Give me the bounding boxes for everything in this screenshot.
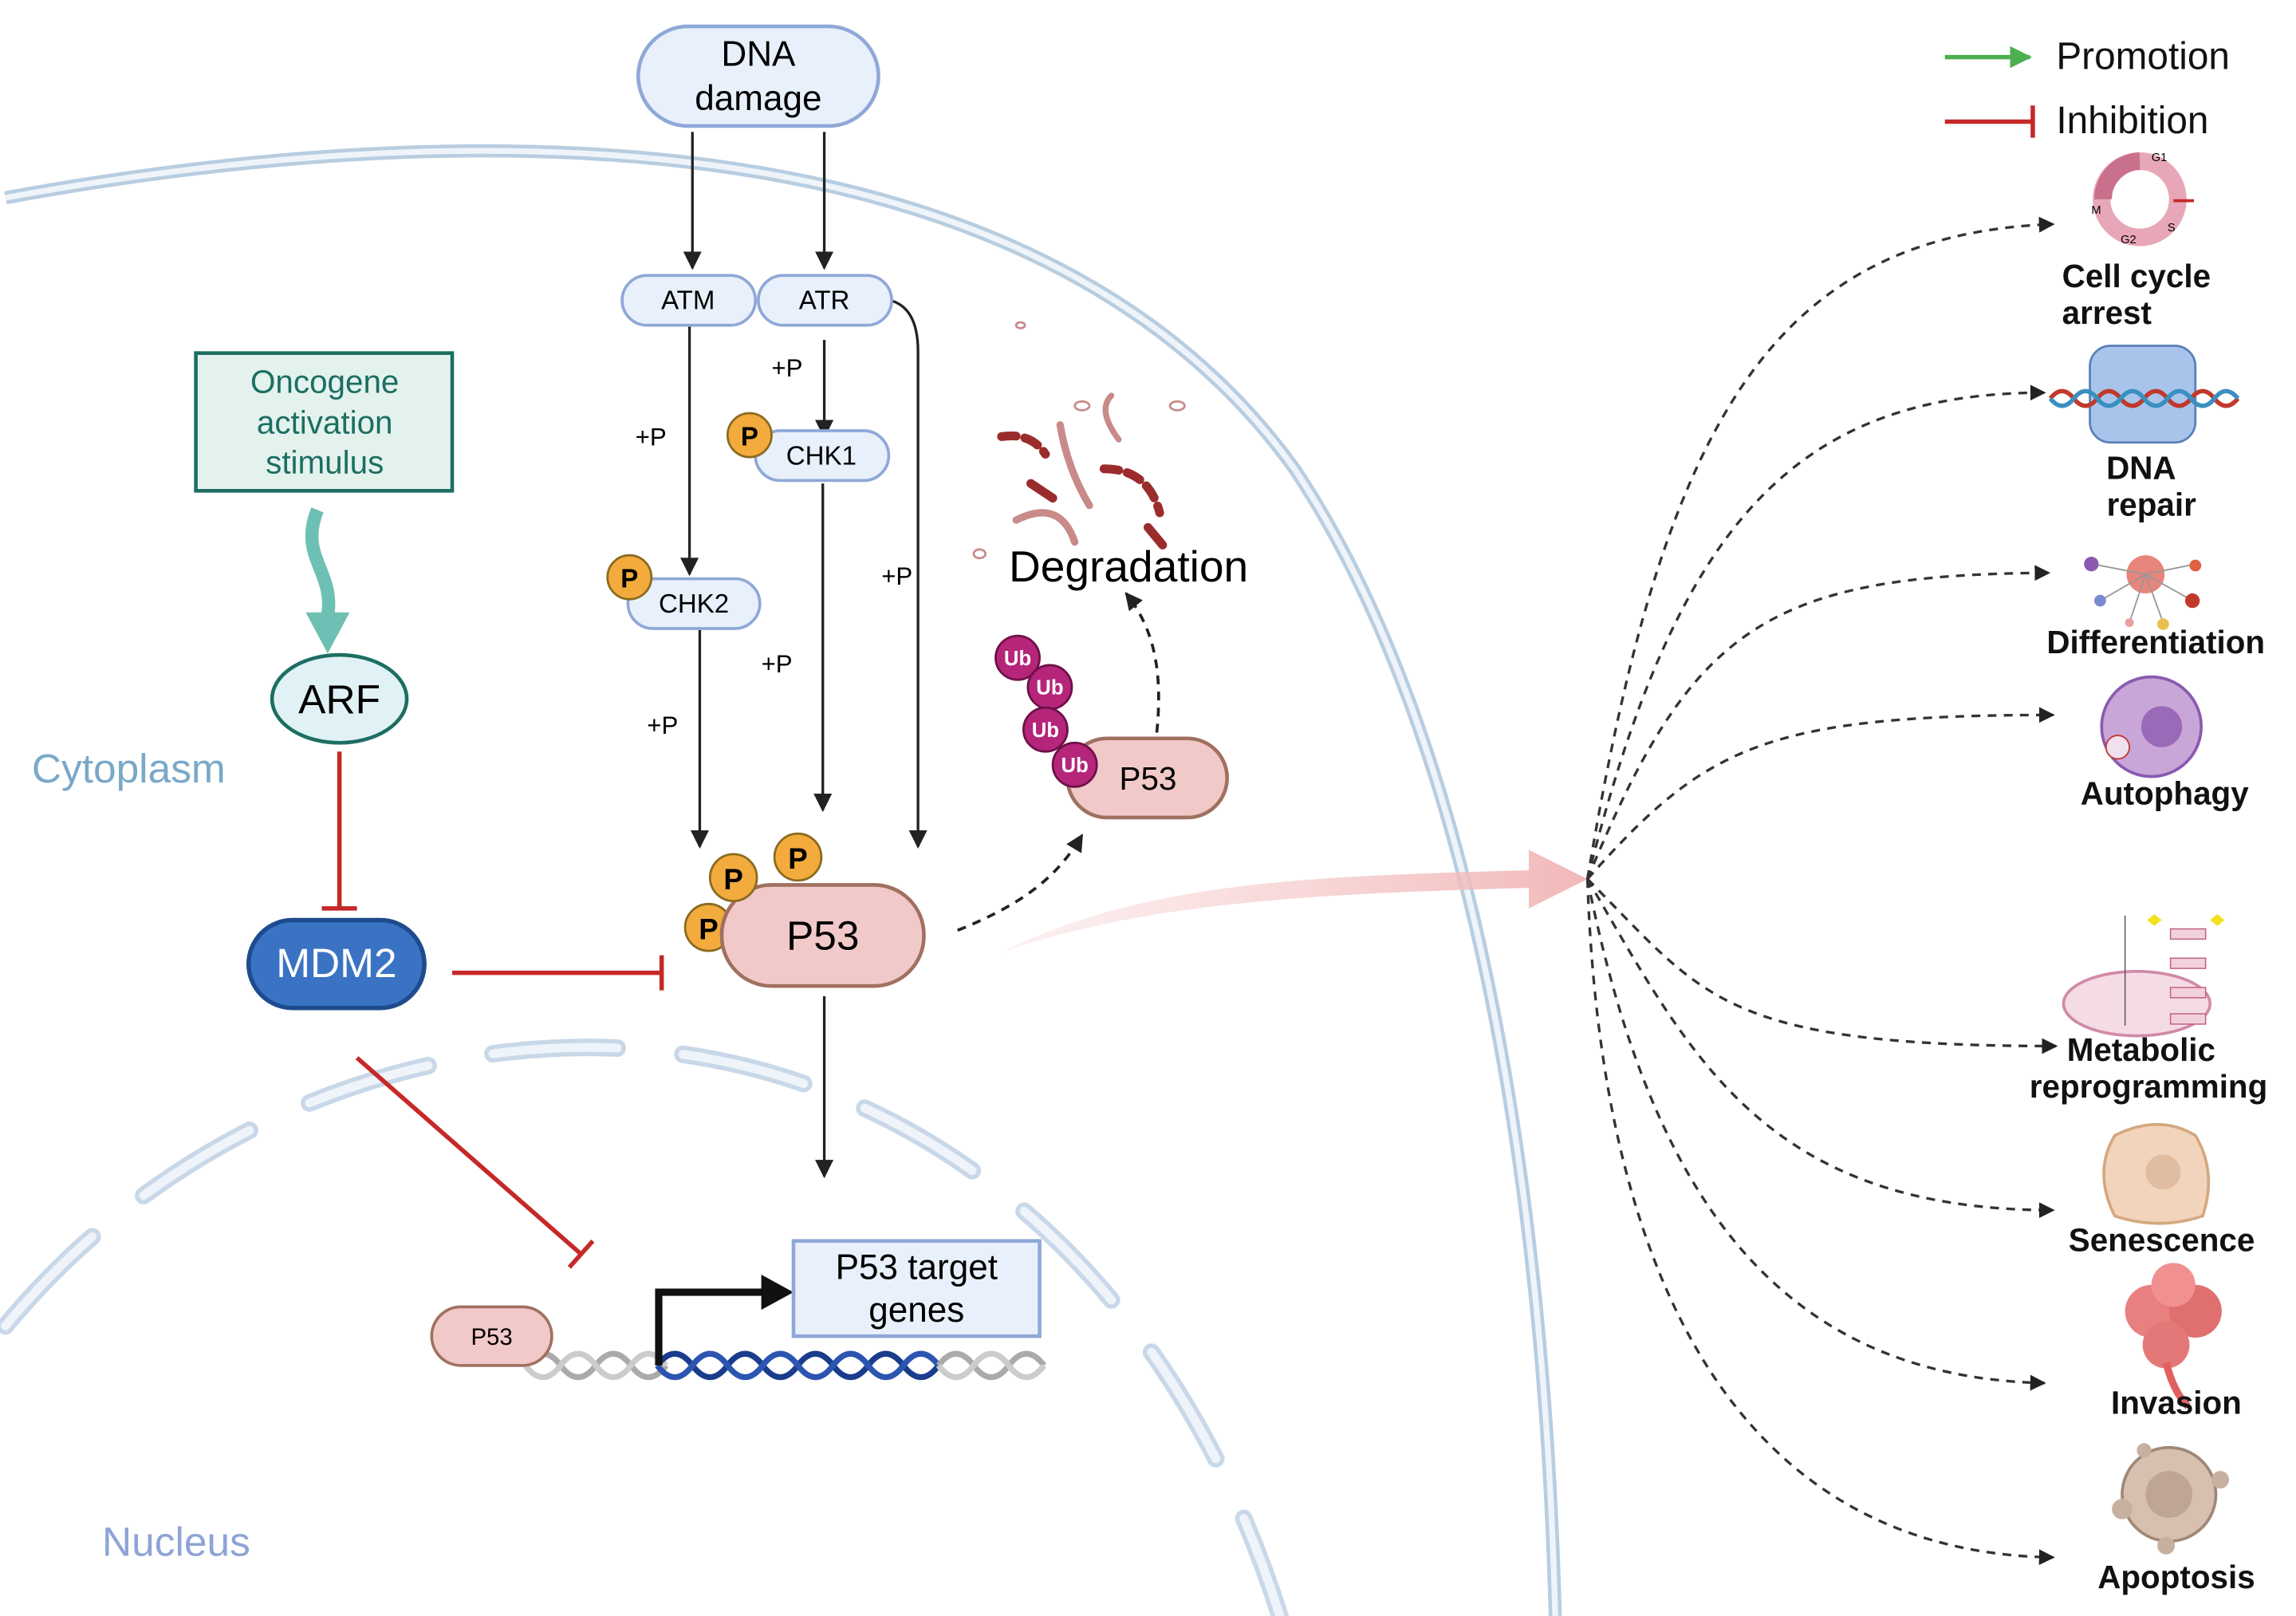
svg-text:damage: damage bbox=[695, 79, 821, 118]
metabolism-icon bbox=[2062, 914, 2225, 1038]
phos-label: +P bbox=[881, 562, 912, 590]
atm-node: ATM bbox=[620, 274, 758, 327]
chk2-node: CHK2 P bbox=[606, 554, 762, 630]
dna-repair-icon bbox=[2048, 345, 2240, 444]
outcome-cell-cycle-arrest: arrest bbox=[2062, 294, 2152, 331]
target-genes-node: P53 target genes bbox=[791, 1239, 1042, 1338]
svg-text:CHK1: CHK1 bbox=[786, 441, 857, 471]
svg-text:P53: P53 bbox=[1120, 760, 1177, 797]
svg-text:Ub: Ub bbox=[1032, 719, 1059, 742]
chk1-node: CHK1 P bbox=[726, 412, 891, 483]
p53-main-node: P P53 P P bbox=[683, 832, 926, 988]
svg-text:MDM2: MDM2 bbox=[276, 940, 396, 986]
svg-text:P53: P53 bbox=[471, 1324, 512, 1350]
svg-text:activation: activation bbox=[257, 404, 393, 441]
outcome-arrow bbox=[1001, 849, 1588, 952]
svg-text:M: M bbox=[2091, 204, 2101, 217]
svg-text:S: S bbox=[2168, 222, 2176, 235]
svg-text:Ub: Ub bbox=[1004, 648, 1031, 670]
svg-text:ARF: ARF bbox=[298, 676, 380, 723]
outcome-rays bbox=[1585, 216, 2058, 1566]
svg-text:Oncogene: Oncogene bbox=[250, 363, 399, 400]
svg-text:P: P bbox=[788, 842, 808, 875]
svg-text:P: P bbox=[699, 912, 719, 945]
p53-dna-bound-node: P53 bbox=[430, 1305, 553, 1367]
svg-text:G1: G1 bbox=[2152, 152, 2168, 164]
degradation-fragments-icon bbox=[972, 321, 1186, 560]
outcome-senescence: Senescence bbox=[2069, 1222, 2255, 1259]
invasion-icon bbox=[2125, 1263, 2222, 1409]
cytoplasm-label: Cytoplasm bbox=[32, 745, 226, 791]
outcome-metabolic-reprogramming: reprogramming bbox=[2030, 1068, 2268, 1105]
svg-text:Ub: Ub bbox=[1036, 677, 1063, 700]
cell-cycle-icon: G1 S G2 M bbox=[2091, 152, 2194, 246]
svg-text:Ub: Ub bbox=[1061, 755, 1089, 777]
outcome-differentiation: Differentiation bbox=[2046, 624, 2265, 660]
legend: Promotion Inhibition bbox=[1944, 35, 2230, 142]
svg-text:P53: P53 bbox=[786, 912, 859, 958]
autophagy-icon bbox=[2100, 675, 2203, 778]
p53-ubiquitinated-node: P53 Ub Ub Ub Ub bbox=[994, 634, 1229, 820]
svg-text:genes: genes bbox=[868, 1291, 964, 1330]
outcome-autophagy: Autophagy bbox=[2081, 774, 2249, 811]
svg-text:stimulus: stimulus bbox=[266, 443, 384, 480]
atr-node: ATR bbox=[757, 274, 893, 327]
svg-text:CHK2: CHK2 bbox=[659, 589, 729, 619]
dna-damage-node: DNA damage bbox=[636, 24, 880, 128]
outcome-invasion: Invasion bbox=[2111, 1385, 2242, 1421]
transcription-start-arrow bbox=[655, 1288, 767, 1366]
dna-strand-icon bbox=[522, 1350, 1047, 1381]
legend-promotion: Promotion bbox=[2056, 35, 2230, 77]
degradation-label: Degradation bbox=[1009, 542, 1248, 591]
oncogene-node: Oncogene activation stimulus bbox=[194, 351, 455, 493]
outcome-dna-repair: DNA bbox=[2106, 450, 2176, 487]
svg-text:P: P bbox=[741, 422, 758, 451]
svg-text:G2: G2 bbox=[2121, 234, 2137, 246]
outcome-apoptosis: Apoptosis bbox=[2097, 1559, 2255, 1595]
phos-label: +P bbox=[771, 354, 802, 382]
mdm2-node: MDM2 bbox=[246, 917, 427, 1011]
svg-text:P: P bbox=[723, 863, 743, 896]
phos-label: +P bbox=[762, 650, 793, 678]
svg-text:ATR: ATR bbox=[799, 286, 850, 316]
differentiation-icon bbox=[2084, 555, 2202, 630]
senescence-icon bbox=[2102, 1123, 2211, 1225]
phos-label: +P bbox=[647, 711, 678, 739]
legend-inhibition: Inhibition bbox=[2056, 100, 2208, 142]
outcome-metabolic-reprogramming: Metabolic bbox=[2067, 1031, 2215, 1068]
svg-text:P53 target: P53 target bbox=[836, 1248, 998, 1287]
svg-text:DNA: DNA bbox=[721, 35, 796, 74]
oncogene-arrow bbox=[305, 507, 336, 617]
apoptosis-icon bbox=[2112, 1443, 2230, 1555]
nucleus-label: Nucleus bbox=[102, 1519, 250, 1565]
svg-text:ATM: ATM bbox=[661, 286, 715, 316]
outcome-cell-cycle-arrest: Cell cycle bbox=[2062, 258, 2211, 294]
phos-label: +P bbox=[636, 423, 667, 451]
svg-text:P: P bbox=[620, 565, 638, 594]
outcome-dna-repair: repair bbox=[2107, 487, 2197, 523]
arf-node: ARF bbox=[270, 652, 409, 745]
